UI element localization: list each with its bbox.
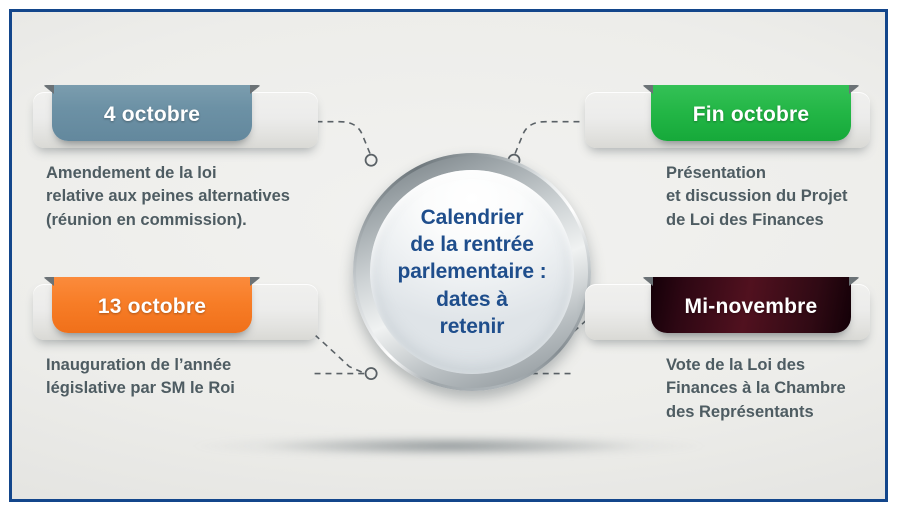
node-oct4-description: Amendement de la loi relative aux peines… <box>46 164 290 229</box>
node-finoct-tab[interactable]: Fin octobre <box>642 85 860 141</box>
node-minov-card[interactable]: Mi-novembre <box>585 277 870 340</box>
node-minov-tab-label: Mi-novembre <box>684 294 818 318</box>
node-minov[interactable]: Mi-novembre Vote de la Loi des Finances … <box>585 277 870 424</box>
node-finoct-tab-label: Fin octobre <box>692 102 810 126</box>
tab-fold-left-icon <box>642 277 653 286</box>
tab-fold-left-icon <box>642 85 653 94</box>
tab-fold-right-icon <box>250 277 261 286</box>
node-finoct-card[interactable]: Fin octobre <box>585 85 870 148</box>
node-minov-description: Vote de la Loi des Finances à la Chambre… <box>666 356 846 421</box>
node-finoct-description: Présentation et discussion du Projet de … <box>666 164 848 229</box>
node-minov-tab[interactable]: Mi-novembre <box>642 277 860 333</box>
node-oct13-tab[interactable]: 13 octobre <box>43 277 261 333</box>
node-finoct[interactable]: Fin octobre Présentation et discussion d… <box>585 85 870 232</box>
node-oct4-card[interactable]: 4 octobre <box>33 85 318 148</box>
tab-fold-right-icon <box>849 277 860 286</box>
tab-fold-right-icon <box>849 85 860 94</box>
center-title: Calendrier de la rentrée parlementaire :… <box>397 205 547 338</box>
center-face: Calendrier de la rentrée parlementaire :… <box>370 170 574 374</box>
node-oct13-card[interactable]: 13 octobre <box>33 277 318 340</box>
node-oct4-tab-label: 4 octobre <box>103 102 201 126</box>
node-oct4-tab[interactable]: 4 octobre <box>43 85 261 141</box>
tab-fold-left-icon <box>43 277 54 286</box>
tab-fold-left-icon <box>43 85 54 94</box>
connector-path-finoct <box>513 120 580 157</box>
ground-shadow <box>188 433 709 459</box>
infographic-frame: Calendrier de la rentrée parlementaire :… <box>9 9 888 502</box>
node-oct13-description: Inauguration de l’année législative par … <box>46 356 235 398</box>
node-oct4[interactable]: 4 octobre Amendement de la loi relative … <box>33 85 318 232</box>
center-medallion: Calendrier de la rentrée parlementaire :… <box>353 153 591 391</box>
node-oct13-tab-label: 13 octobre <box>97 294 207 318</box>
node-oct13[interactable]: 13 octobre Inauguration de l’année légis… <box>33 277 318 401</box>
tab-fold-right-icon <box>250 85 261 94</box>
